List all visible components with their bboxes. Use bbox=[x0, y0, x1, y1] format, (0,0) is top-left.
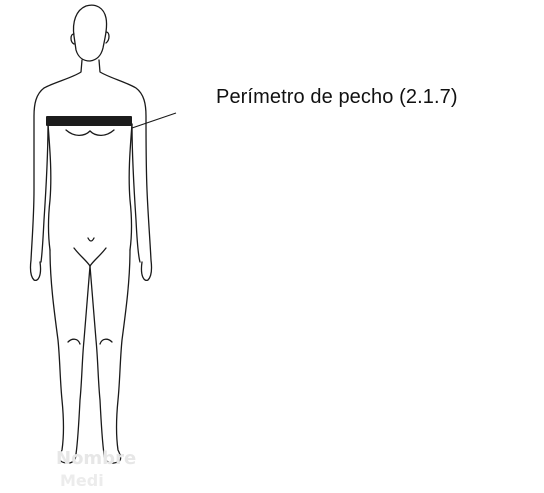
human-body-outline bbox=[29, 4, 153, 464]
chest-perimeter-label: Perímetro de pecho (2.1.7) bbox=[216, 86, 458, 108]
leader-line bbox=[131, 112, 177, 129]
left-inner-leg bbox=[75, 265, 91, 455]
navel bbox=[87, 237, 95, 242]
right-neck-shoulder-torso bbox=[98, 59, 153, 282]
right-knee bbox=[99, 338, 113, 345]
chest-line-right bbox=[89, 129, 115, 137]
right-inner-arm bbox=[131, 123, 141, 263]
left-neck-shoulder-torso bbox=[29, 59, 83, 282]
groin-line bbox=[73, 247, 107, 267]
head-outline bbox=[72, 4, 108, 62]
chest-measurement-band bbox=[46, 116, 132, 126]
right-ear-outline bbox=[105, 31, 110, 44]
left-knee bbox=[67, 338, 81, 345]
left-outer-leg bbox=[49, 249, 77, 464]
left-torso-side bbox=[47, 123, 52, 251]
chest-line-left bbox=[65, 129, 91, 137]
right-outer-leg bbox=[103, 249, 131, 464]
left-ear-outline bbox=[70, 33, 75, 45]
bleed-through-text-line-1: Nombre bbox=[56, 448, 137, 469]
right-torso-side bbox=[128, 123, 133, 251]
left-inner-arm bbox=[40, 123, 49, 263]
bleed-through-text-line-2: Medi bbox=[60, 471, 104, 490]
right-inner-leg bbox=[89, 265, 105, 455]
